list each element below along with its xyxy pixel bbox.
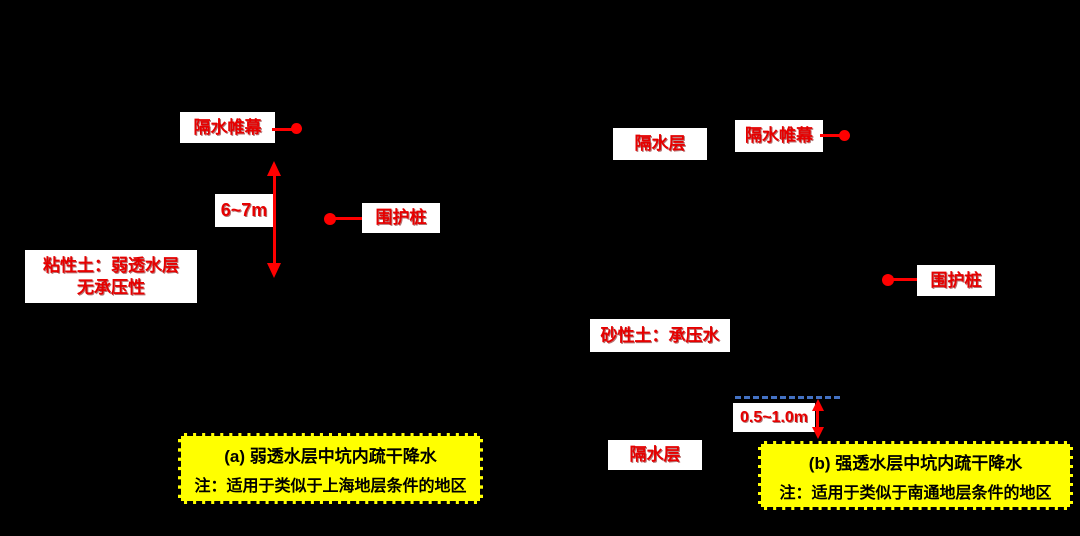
caption-b-title: (b) 强透水层中坑内疏干降水 — [808, 453, 1023, 473]
pile-b-leader-dot — [882, 274, 894, 286]
label-soil-a-line2: 无承压性 — [77, 277, 145, 297]
label-soil-b-text: 砂性土：承压水 — [600, 325, 720, 345]
label-depth-a: 6~7m — [215, 194, 273, 227]
curtain-b-leader-dot — [839, 130, 850, 141]
caption-b-note: 注：适用于类似于南通地层条件的地区 — [779, 484, 1052, 502]
label-soil-b: 砂性土：承压水 — [590, 319, 730, 352]
label-depth-a-text: 6~7m — [220, 200, 268, 221]
caption-a: (a) 弱透水层中坑内疏干降水 注：适用于类似于上海地层条件的地区 — [178, 433, 483, 504]
curtain-a-leader-line — [272, 128, 294, 131]
caption-a-note: 注：适用于类似于上海地层条件的地区 — [194, 477, 467, 495]
label-curtain-a-text: 隔水帷幕 — [193, 117, 262, 137]
label-curtain-b: 隔水帷幕 — [735, 120, 823, 152]
label-pile-a-text: 围护桩 — [375, 208, 427, 228]
head-drop-arrow-shaft — [816, 409, 819, 429]
label-curtain-b-text: 隔水帷幕 — [745, 126, 813, 146]
depth-arrow-a-shaft — [273, 174, 276, 266]
caption-b: (b) 强透水层中坑内疏干降水 注：适用于类似于南通地层条件的地区 — [758, 441, 1073, 510]
label-aquitard-bottom-b: 隔水层 — [608, 440, 702, 470]
label-pile-b: 围护桩 — [917, 265, 995, 296]
label-aquitard-top-b: 隔水层 — [613, 128, 707, 160]
pile-a-leader-line — [333, 217, 362, 220]
depth-arrow-a-up-head — [267, 161, 281, 176]
water-level-dashed-line — [735, 396, 840, 399]
curtain-b-leader-line — [820, 134, 842, 137]
label-head-drop-b: 0.5~1.0m — [733, 403, 815, 432]
label-soil-a: 粘性土：弱透水层 无承压性 — [25, 250, 197, 303]
label-soil-a-line1: 粘性土：弱透水层 — [43, 256, 179, 276]
pile-a-leader-dot — [324, 213, 336, 225]
head-drop-arrow-down-head — [812, 427, 824, 439]
label-aquitard-top-b-text: 隔水层 — [634, 134, 686, 154]
head-drop-arrow-up-head — [812, 399, 824, 411]
label-head-drop-b-text: 0.5~1.0m — [739, 408, 809, 426]
pile-b-leader-line — [891, 278, 917, 281]
label-pile-b-text: 围护桩 — [930, 270, 982, 290]
curtain-a-leader-dot — [291, 123, 302, 134]
label-curtain-a: 隔水帷幕 — [180, 112, 275, 143]
caption-a-title: (a) 弱透水层中坑内疏干降水 — [224, 446, 437, 466]
depth-arrow-a-down-head — [267, 263, 281, 278]
label-pile-a: 围护桩 — [362, 203, 440, 233]
label-aquitard-bottom-b-text: 隔水层 — [629, 445, 681, 465]
